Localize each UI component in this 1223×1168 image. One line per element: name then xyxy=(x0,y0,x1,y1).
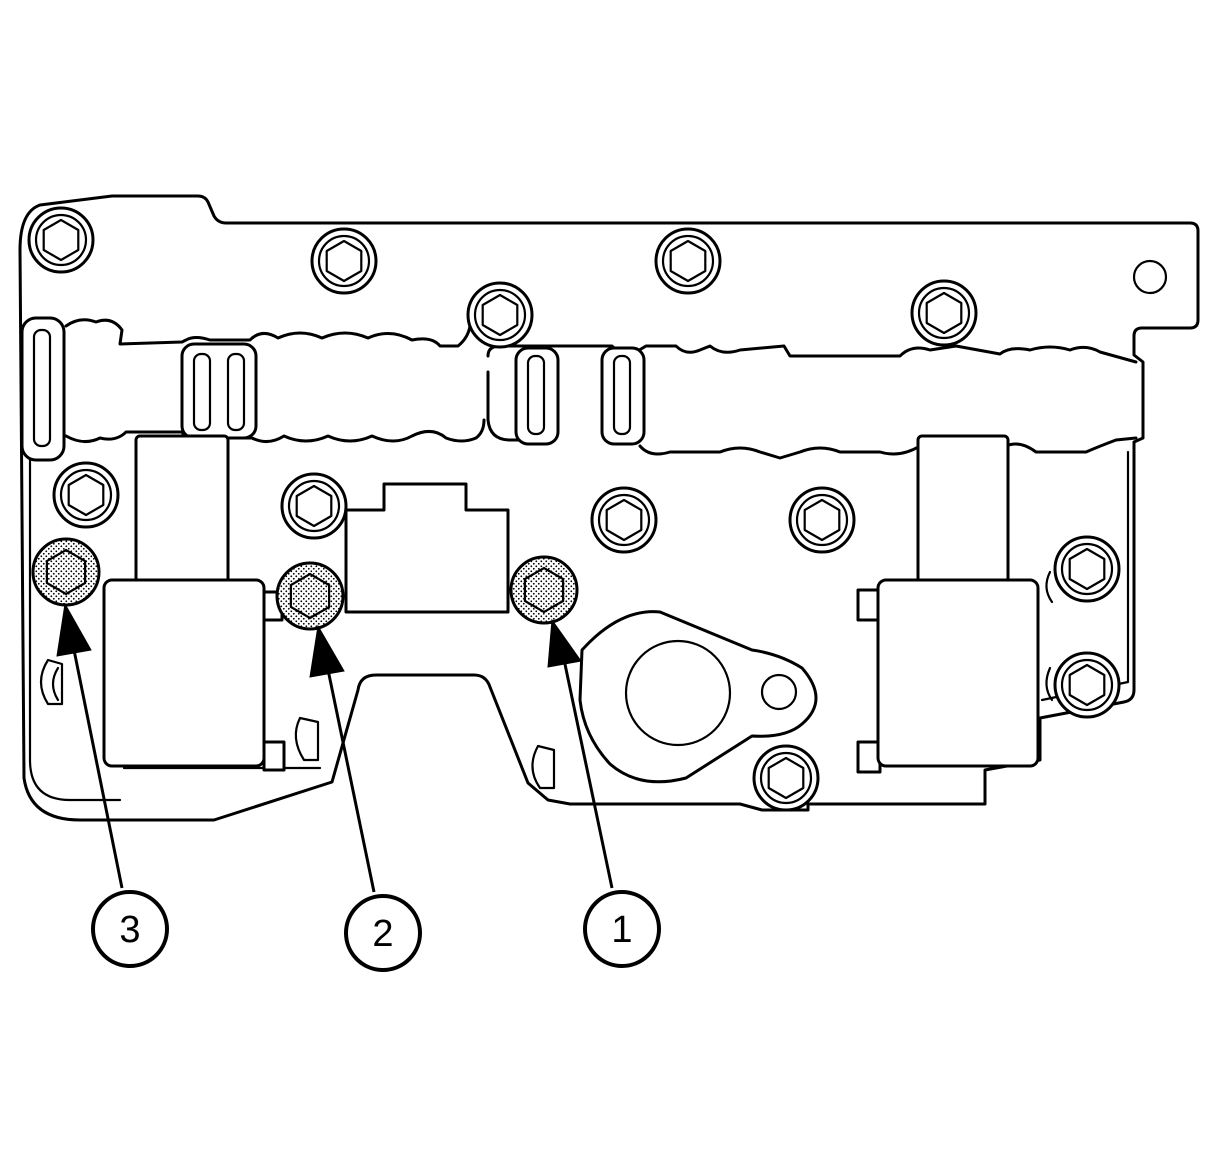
channel-band-left xyxy=(64,308,486,443)
hex-bolt-icon xyxy=(1053,535,1121,603)
arrowhead-3 xyxy=(56,602,92,657)
leader-line-1 xyxy=(560,649,614,889)
hex-bolt-icon xyxy=(466,281,534,349)
hex-bolt-icon xyxy=(280,472,348,540)
channel-band-right xyxy=(486,344,1138,460)
leader-line-2 xyxy=(324,659,376,893)
cutout-bosses xyxy=(39,570,1054,790)
plate-inner-boundary xyxy=(28,438,122,802)
hex-bolt-icon xyxy=(310,227,378,295)
hex-bolt-icon xyxy=(52,461,120,529)
stippled-hex-bolt-icon xyxy=(275,561,345,631)
slot-port xyxy=(20,316,66,462)
plate-outline xyxy=(18,194,1200,822)
solenoid-left xyxy=(102,434,286,772)
solenoid-right xyxy=(856,434,1040,774)
hex-bolt-icon xyxy=(1053,651,1121,719)
gasket-plate xyxy=(578,610,818,784)
hex-bolt-icon xyxy=(654,227,722,295)
arrowhead-1 xyxy=(547,618,582,668)
slot-port xyxy=(600,346,646,446)
stippled-hex-bolt-icon xyxy=(31,537,101,607)
stippled-hex-bolt-icon xyxy=(509,555,579,625)
locating-hole xyxy=(1132,259,1168,295)
highlighted-bolts xyxy=(31,537,579,631)
hex-bolt-icon xyxy=(27,206,95,274)
standard-bolts xyxy=(27,206,1121,812)
hex-bolt-icon xyxy=(590,486,658,554)
callout-3-label: 3 xyxy=(119,909,140,951)
callout-1-label: 1 xyxy=(611,909,632,951)
arrowhead-2 xyxy=(309,624,345,678)
slot-port xyxy=(514,346,560,446)
hex-bolt-icon xyxy=(752,744,820,812)
callout-3: 3 xyxy=(91,890,169,968)
leader-lines xyxy=(56,602,614,893)
callout-2: 2 xyxy=(344,894,422,972)
hex-bolt-icon xyxy=(910,279,978,347)
callout-1: 1 xyxy=(583,890,661,968)
leader-line-3 xyxy=(70,639,124,889)
callout-2-label: 2 xyxy=(372,913,393,955)
center-connector xyxy=(344,482,510,614)
hex-bolt-icon xyxy=(788,486,856,554)
